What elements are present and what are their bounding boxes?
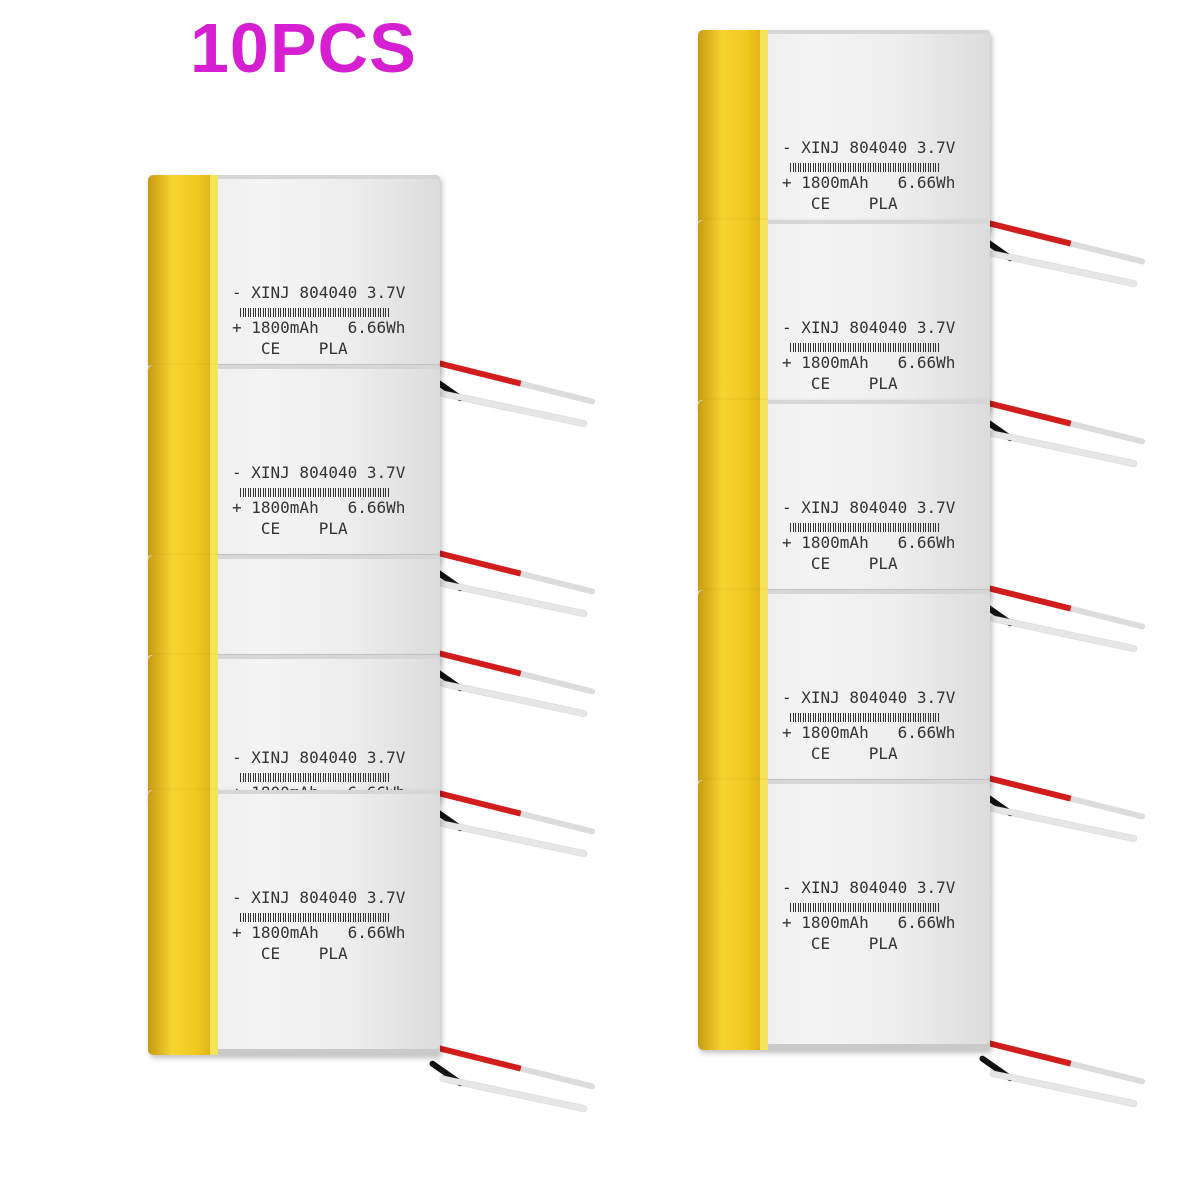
battery-cell: - XINJ 804040 3.7V + 1800mAh 6.66Wh CE PL… <box>140 365 596 618</box>
label-capacity-line: + 1800mAh 6.66Wh <box>232 923 406 942</box>
yellow-tab <box>148 175 218 370</box>
barcode <box>790 343 940 352</box>
barcode <box>240 488 390 497</box>
label-model-line: - XINJ 804040 3.7V <box>232 463 406 482</box>
label-cert-line: CE PLA <box>782 374 898 393</box>
tab-edge <box>760 590 768 785</box>
battery-body: - XINJ 804040 3.7V + 1800mAh 6.66Wh CE PL… <box>148 175 440 370</box>
tab-edge <box>760 780 768 1050</box>
label-cert-line: CE PLA <box>782 554 898 573</box>
battery-body: - XINJ 804040 3.7V + 1800mAh 6.66Wh CE PL… <box>698 400 990 595</box>
label-cert-line: CE PLA <box>782 194 898 213</box>
yellow-tab <box>698 30 768 230</box>
battery-label: - XINJ 804040 3.7V + 1800mAh 6.66Wh CE PL… <box>782 500 955 577</box>
battery-cell: - XINJ 804040 3.7V + 1800mAh 6.66Wh CE PL… <box>140 790 596 1113</box>
label-cert-line: CE PLA <box>232 519 348 538</box>
battery-label: - XINJ 804040 3.7V + 1800mAh 6.66Wh CE PL… <box>232 890 405 967</box>
label-capacity-line: + 1800mAh 6.66Wh <box>782 173 956 192</box>
label-cert-line: CE PLA <box>232 339 348 358</box>
yellow-tab <box>148 790 218 1055</box>
barcode <box>240 773 390 782</box>
barcode <box>790 903 940 912</box>
battery-cell: - XINJ 804040 3.7V + 1800mAh 6.66Wh CE PL… <box>690 780 1146 1108</box>
battery-cell: - XINJ 804040 3.7V+ 1800mAh 6.66Wh CE PL… <box>140 655 596 858</box>
label-model-line: - XINJ 804040 3.7V <box>782 138 956 157</box>
tab-edge <box>760 30 768 230</box>
battery-cell: - XINJ 804040 3.7V + 1800mAh 6.66Wh CE PL… <box>690 30 1146 288</box>
battery-body: - XINJ 804040 3.7V + 1800mAh 6.66Wh CE PL… <box>698 30 990 230</box>
label-cert-line: CE PLA <box>232 944 348 963</box>
label-cert-line: CE PLA <box>782 934 898 953</box>
label-model-line: - XINJ 804040 3.7V <box>232 748 406 767</box>
label-capacity-line: + 1800mAh 6.66Wh <box>232 318 406 337</box>
battery-body: - XINJ 804040 3.7V + 1800mAh 6.66Wh CE PL… <box>698 780 990 1050</box>
battery-cell: - XINJ 804040 3.7V + 1800mAh 6.66Wh CE PL… <box>690 220 1146 468</box>
yellow-tab <box>698 590 768 785</box>
label-capacity-line: + 1800mAh 6.66Wh <box>232 498 406 517</box>
label-model-line: - XINJ 804040 3.7V <box>232 283 406 302</box>
tab-edge <box>210 655 218 800</box>
battery-body: - XINJ 804040 3.7V+ 1800mAh 6.66Wh CE PL… <box>148 655 440 800</box>
tab-edge <box>760 220 768 410</box>
battery-label: - XINJ 804040 3.7V + 1800mAh 6.66Wh CE PL… <box>782 880 955 957</box>
tab-edge <box>760 400 768 595</box>
tab-edge <box>210 790 218 1055</box>
barcode <box>790 713 940 722</box>
yellow-tab <box>698 220 768 410</box>
battery-label: - XINJ 804040 3.7V + 1800mAh 6.66Wh CE PL… <box>782 320 955 397</box>
battery-label: - XINJ 804040 3.7V + 1800mAh 6.66Wh CE PL… <box>782 690 955 767</box>
battery-cell: - XINJ 804040 3.7V + 1800mAh 6.66Wh CE PL… <box>690 400 1146 653</box>
label-model-line: - XINJ 804040 3.7V <box>782 878 956 897</box>
battery-body: - XINJ 804040 3.7V + 1800mAh 6.66Wh CE PL… <box>148 790 440 1055</box>
battery-cell: - XINJ 804040 3.7V + 1800mAh 6.66Wh CE PL… <box>140 175 596 428</box>
yellow-tab <box>698 400 768 595</box>
battery-body: - XINJ 804040 3.7V + 1800mAh 6.66Wh CE PL… <box>148 365 440 560</box>
battery-label: - XINJ 804040 3.7V + 1800mAh 6.66Wh CE PL… <box>232 465 405 542</box>
tab-edge <box>210 365 218 560</box>
battery-label: - XINJ 804040 3.7V + 1800mAh 6.66Wh CE PL… <box>232 285 405 362</box>
barcode <box>240 913 390 922</box>
label-capacity-line: + 1800mAh 6.66Wh <box>782 913 956 932</box>
battery-label: - XINJ 804040 3.7V + 1800mAh 6.66Wh CE PL… <box>782 140 955 217</box>
label-capacity-line: + 1800mAh 6.66Wh <box>782 533 956 552</box>
label-model-line: - XINJ 804040 3.7V <box>782 688 956 707</box>
barcode <box>790 523 940 532</box>
quantity-title: 10PCS <box>190 9 417 87</box>
yellow-tab <box>698 780 768 1050</box>
yellow-tab <box>148 365 218 560</box>
label-capacity-line: + 1800mAh 6.66Wh <box>782 723 956 742</box>
tab-edge <box>210 555 218 660</box>
tab-edge <box>210 175 218 370</box>
battery-body <box>148 555 440 660</box>
yellow-tab <box>148 555 218 660</box>
battery-body: - XINJ 804040 3.7V + 1800mAh 6.66Wh CE PL… <box>698 220 990 410</box>
label-capacity-line: + 1800mAh 6.66Wh <box>782 353 956 372</box>
battery-cell: - XINJ 804040 3.7V + 1800mAh 6.66Wh CE PL… <box>690 590 1146 843</box>
yellow-tab <box>148 655 218 800</box>
label-model-line: - XINJ 804040 3.7V <box>232 888 406 907</box>
barcode <box>240 308 390 317</box>
battery-body: - XINJ 804040 3.7V + 1800mAh 6.66Wh CE PL… <box>698 590 990 785</box>
label-model-line: - XINJ 804040 3.7V <box>782 498 956 517</box>
label-cert-line: CE PLA <box>782 744 898 763</box>
label-model-line: - XINJ 804040 3.7V <box>782 318 956 337</box>
barcode <box>790 163 940 172</box>
battery-cell <box>140 555 596 718</box>
